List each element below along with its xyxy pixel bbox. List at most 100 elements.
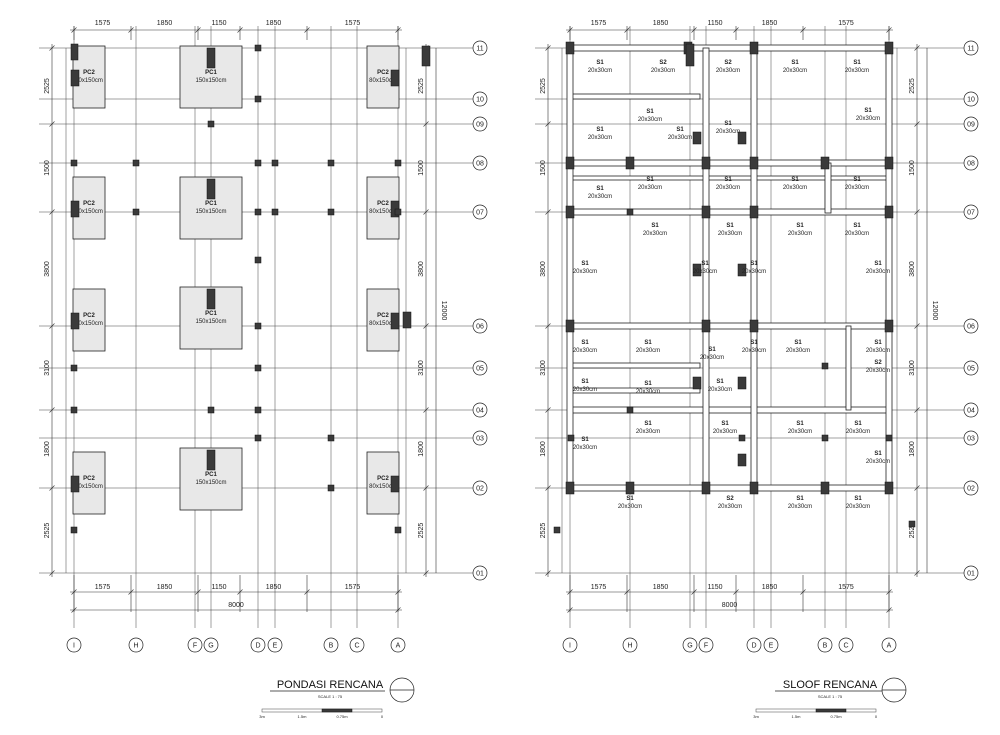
- sloof-column: [737, 376, 747, 390]
- sloof-column: [884, 156, 894, 170]
- small-column: [327, 159, 335, 167]
- beam-label-38: S1: [874, 451, 882, 457]
- beam-size-11: 20x30cm: [638, 185, 662, 191]
- row-label-08: 08: [476, 161, 484, 168]
- footing-pc1-label: PC1: [205, 70, 217, 76]
- dim-tick: [49, 45, 55, 51]
- corner-column: [402, 311, 412, 329]
- beam-size-6: 20x30cm: [638, 117, 662, 123]
- sloof-beam-v: [845, 325, 852, 411]
- beam-label-10: S1: [596, 186, 604, 192]
- sloof-column: [737, 263, 747, 277]
- row-label-07: 07: [476, 210, 484, 217]
- footing-pc2-label: PC2: [377, 476, 389, 482]
- footing-pc1-size: 150x150cm: [195, 209, 226, 215]
- footing-pc2-label: PC2: [377, 70, 389, 76]
- footing-pc2-label: PC2: [377, 313, 389, 319]
- corner-column: [421, 45, 431, 67]
- dim-tick: [49, 570, 55, 576]
- col-label-I-bubble: [66, 637, 82, 653]
- dim-tick: [49, 209, 55, 215]
- scale-bar-label-0: 0: [875, 714, 878, 719]
- sloof-beam-h: [569, 322, 890, 330]
- row-label-02: 02: [967, 486, 975, 493]
- bottom-dim-0: 1575: [95, 584, 111, 591]
- scale-bar-label-3: 3m: [259, 714, 265, 719]
- beam-size-27: 20x30cm: [786, 348, 810, 354]
- sloof-beam-h: [569, 484, 890, 492]
- beam-size-19: 20x30cm: [573, 269, 597, 275]
- footing-pc2-size: 80x150cm: [75, 78, 103, 84]
- row-label-02: 02: [476, 486, 484, 493]
- row-label-03-bubble: [472, 430, 488, 446]
- beam-size-22: 20x30cm: [866, 269, 890, 275]
- row-label-01-bubble: [472, 565, 488, 581]
- row-label-08-bubble: [472, 155, 488, 171]
- row-label-11: 11: [476, 46, 483, 53]
- beam-size-25: 20x30cm: [700, 355, 724, 361]
- right-dim-2: 3800: [418, 261, 425, 277]
- right-dim-3: 3100: [418, 360, 425, 376]
- beam-label-17: S1: [796, 223, 804, 229]
- beam-label-39: S1: [626, 496, 634, 502]
- dim-tick: [423, 485, 429, 491]
- col-label-C-bubble: [838, 637, 854, 653]
- top-dim-1: 1850: [653, 20, 669, 27]
- beam-label-26: S1: [750, 340, 758, 346]
- dim-tick: [423, 323, 429, 329]
- sloof-column: [749, 481, 759, 495]
- plan-scale: SCALE 1 : 75: [818, 694, 843, 699]
- footing-pc2-size: 80x150cm: [369, 209, 397, 215]
- small-column: [254, 95, 262, 103]
- sloof-column: [820, 156, 830, 170]
- top-dim-4: 1575: [345, 20, 361, 27]
- sloof-beam-v: [885, 47, 893, 489]
- beam-label-25: S1: [708, 347, 716, 353]
- small-column: [567, 434, 575, 442]
- beam-size-36: 20x30cm: [788, 429, 812, 435]
- col-label-B-bubble: [323, 637, 339, 653]
- small-column: [394, 526, 402, 534]
- col-label-C: C: [843, 643, 848, 650]
- sloof-beam-h: [569, 93, 701, 100]
- dim-tick: [545, 407, 551, 413]
- row-label-01: 01: [476, 571, 484, 578]
- top-dim-3: 1850: [266, 20, 282, 27]
- row-label-04-bubble: [963, 402, 979, 418]
- row-label-11: 11: [967, 46, 974, 53]
- beam-size-15: 20x30cm: [643, 231, 667, 237]
- small-column: [70, 159, 78, 167]
- beam-label-24: S1: [644, 340, 652, 346]
- beam-label-9: S1: [864, 108, 872, 114]
- beam-label-41: S1: [796, 496, 804, 502]
- dim-tick: [423, 407, 429, 413]
- left-dim-3: 3100: [540, 360, 547, 376]
- dim-tick: [545, 45, 551, 51]
- beam-size-28: 20x30cm: [866, 348, 890, 354]
- beam-size-17: 20x30cm: [788, 231, 812, 237]
- footing-column: [390, 475, 400, 493]
- left-dim-0: 2525: [540, 78, 547, 94]
- beam-size-16: 20x30cm: [718, 231, 742, 237]
- scale-bar-fill: [815, 708, 847, 713]
- left-dim-4: 1800: [540, 441, 547, 457]
- sloof-column: [749, 205, 759, 219]
- dim-tick: [545, 485, 551, 491]
- col-label-E: E: [769, 643, 774, 650]
- beam-size-38: 20x30cm: [866, 459, 890, 465]
- sloof-beam-h: [569, 159, 890, 167]
- sloof-beam-v: [750, 47, 758, 489]
- col-label-B-bubble: [817, 637, 833, 653]
- row-label-09: 09: [476, 122, 484, 129]
- small-column: [327, 434, 335, 442]
- col-label-I: I: [73, 643, 75, 650]
- beam-label-3: S1: [791, 60, 799, 66]
- sloof-column: [625, 481, 635, 495]
- beam-label-2: S2: [724, 60, 732, 66]
- top-dim-2: 1150: [211, 20, 226, 27]
- dim-tick: [545, 209, 551, 215]
- row-label-07: 07: [967, 210, 975, 217]
- beam-label-36: S1: [796, 421, 804, 427]
- small-column: [70, 364, 78, 372]
